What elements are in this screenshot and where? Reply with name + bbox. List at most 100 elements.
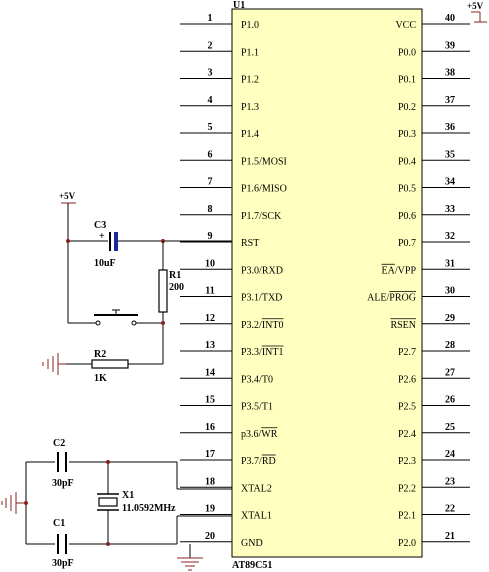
left-pin-label-14: P3.4/T0: [241, 374, 273, 385]
ground-icon: [1, 492, 26, 514]
right-pin-label-29: RSEN: [390, 320, 416, 331]
pin-number-35: 35: [445, 149, 455, 160]
left-pin-label-10: P3.0/RXD: [241, 265, 283, 276]
left-pin-label-20: GND: [241, 538, 263, 549]
right-pin-label-30: ALE/PROG: [367, 293, 416, 304]
left-pin-label-2: P1.1: [241, 47, 259, 58]
left-pin-label-17: P3.7/RD: [241, 456, 276, 467]
pin-number-36: 36: [445, 122, 455, 133]
pin-number-28: 28: [445, 340, 455, 351]
right-pin-label-37: P0.2: [398, 102, 416, 113]
vcc-label-left: +5V: [59, 191, 76, 201]
pin-number-21: 21: [445, 531, 455, 542]
left-pin-label-13: P3.3/INT1: [241, 347, 284, 358]
right-pin-label-32: P0.7: [398, 238, 416, 249]
right-pin-label-28: P2.7: [398, 347, 416, 358]
right-pin-label-31: EA/VPP: [382, 265, 417, 276]
right-pin-label-27: P2.6: [398, 374, 416, 385]
pin-number-34: 34: [445, 177, 455, 188]
c1-value: 30pF: [52, 558, 74, 569]
pin-number-30: 30: [445, 286, 455, 297]
pin-number-25: 25: [445, 422, 455, 433]
left-pin-label-11: P3.1/TXD: [241, 293, 282, 304]
svg-text:+: +: [99, 231, 105, 242]
left-pin-label-12: P3.2/INT0: [241, 320, 284, 331]
right-pin-label-34: P0.5: [398, 184, 416, 195]
ground-icon: [42, 353, 66, 375]
left-pin-label-16: p3.6/WR: [241, 429, 278, 440]
pin-number-13: 13: [205, 340, 215, 351]
left-pin-label-19: XTAL1: [241, 511, 272, 522]
pin-number-24: 24: [445, 449, 455, 460]
right-pin-label-33: P0.6: [398, 211, 416, 222]
right-pin-label-40: VCC: [395, 20, 416, 31]
right-pin-label-23: P2.2: [398, 483, 416, 494]
pin-number-18: 18: [205, 476, 215, 487]
c3-value: 10uF: [94, 258, 116, 269]
left-pin-label-6: P1.5/MOSI: [241, 156, 287, 167]
pin-number-10: 10: [205, 258, 215, 269]
c1-ref: C1: [53, 518, 65, 529]
reset-pushbutton: [68, 309, 163, 326]
left-pin-label-15: P3.5/T1: [241, 402, 273, 413]
resistor-r1: [158, 269, 168, 313]
c2-value: 30pF: [52, 478, 74, 489]
pin-number-9: 9: [208, 231, 213, 242]
crystal-x1: [98, 497, 118, 507]
right-pin-label-36: P0.3: [398, 129, 416, 140]
c2-ref: C2: [53, 438, 65, 449]
right-pin-label-25: P2.4: [398, 429, 416, 440]
vcc-label-right: +5V: [467, 1, 484, 11]
x1-value: 11.0592MHz: [122, 503, 176, 514]
pin-number-14: 14: [205, 367, 215, 378]
chip-body: [231, 8, 423, 558]
pin-number-32: 32: [445, 231, 455, 242]
pin-number-6: 6: [208, 149, 213, 160]
pin-number-1: 1: [208, 13, 213, 24]
pin-number-33: 33: [445, 204, 455, 215]
pin-number-19: 19: [205, 504, 215, 515]
pin-number-15: 15: [205, 395, 215, 406]
pin-number-4: 4: [208, 95, 213, 106]
right-pin-label-26: P2.5: [398, 402, 416, 413]
right-pin-label-22: P2.1: [398, 511, 416, 522]
r1-ref: R1: [169, 270, 181, 281]
pin-number-40: 40: [445, 13, 455, 24]
left-pin-label-3: P1.2: [241, 75, 259, 86]
pin-number-2: 2: [208, 40, 213, 51]
r1-value: 200: [169, 282, 184, 293]
r2-value: 1K: [94, 373, 107, 384]
left-pin-label-18: XTAL2: [241, 483, 272, 494]
pin-number-16: 16: [205, 422, 215, 433]
pin-number-7: 7: [208, 177, 213, 188]
reset-circuit: +5V + C3 10uF R1 200: [42, 191, 232, 384]
pin-number-3: 3: [208, 68, 213, 79]
pin-number-17: 17: [205, 449, 215, 460]
right-pin-group: 40VCC39P0.038P0.137P0.236P0.335P0.434P0.…: [367, 13, 470, 549]
pin-number-26: 26: [445, 395, 455, 406]
left-pin-label-4: P1.3: [241, 102, 259, 113]
pin-number-20: 20: [205, 531, 215, 542]
left-pin-label-7: P1.6/MISO: [241, 184, 287, 195]
pin-number-38: 38: [445, 68, 455, 79]
left-pin-label-5: P1.4: [241, 129, 259, 140]
vcc-power-symbol-right: +5V: [467, 1, 487, 23]
left-pin-label-1: P1.0: [241, 20, 259, 31]
chip-ref-label: U1: [233, 0, 245, 11]
pin-number-5: 5: [208, 122, 213, 133]
right-pin-label-39: P0.0: [398, 47, 416, 58]
ground-icon: [177, 544, 203, 571]
pin-number-23: 23: [445, 476, 455, 487]
right-pin-label-38: P0.1: [398, 75, 416, 86]
right-pin-label-21: P2.0: [398, 538, 416, 549]
capacitor-c3: +: [99, 231, 118, 251]
left-pin-label-9: RST: [241, 238, 259, 249]
pin-number-31: 31: [445, 258, 455, 269]
left-pin-label-8: P1.7/SCK: [241, 211, 282, 222]
pin-number-12: 12: [205, 313, 215, 324]
r2-ref: R2: [94, 349, 106, 360]
right-pin-label-35: P0.4: [398, 156, 416, 167]
pin-number-27: 27: [445, 367, 455, 378]
x1-ref: X1: [122, 490, 134, 501]
